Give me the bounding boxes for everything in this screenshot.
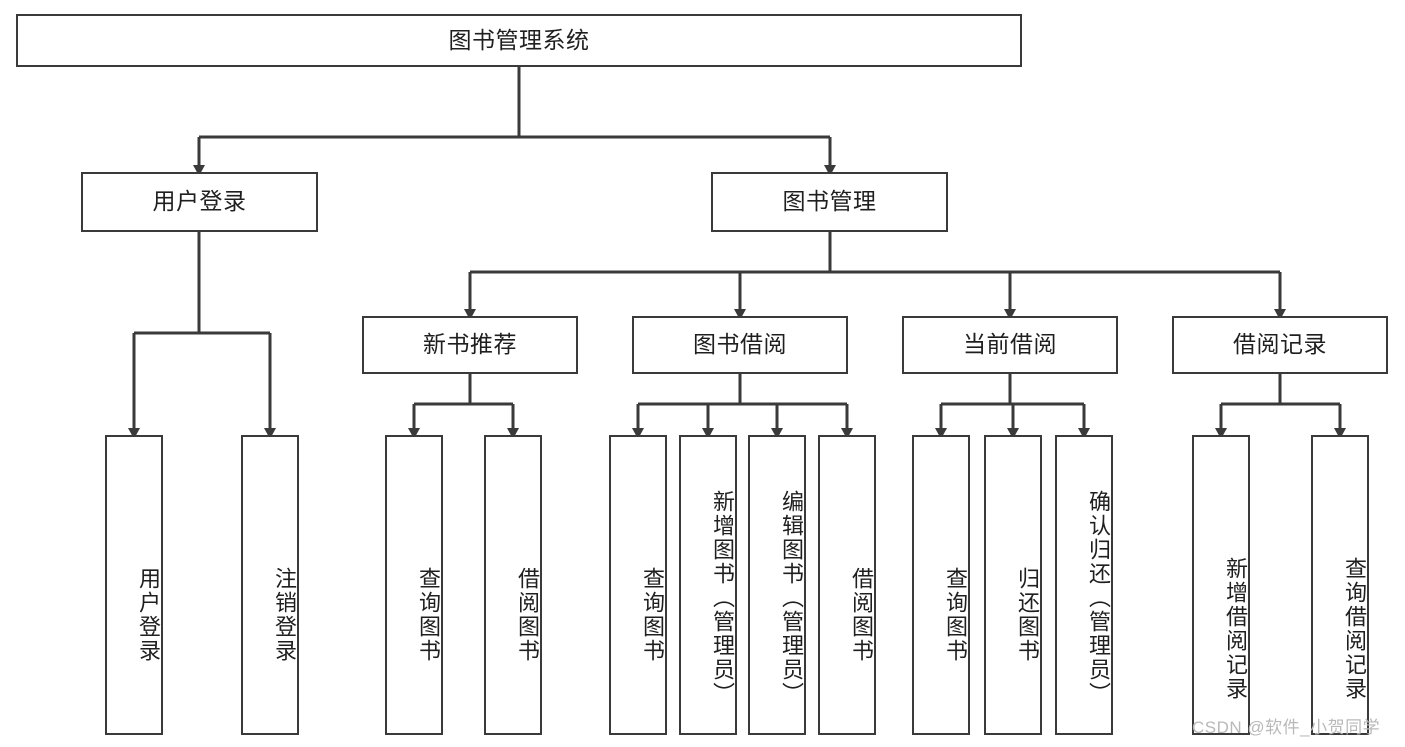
leaf-add-borrow-record[interactable]: 新增借阅记录 [1192,435,1250,735]
leaf-user-login[interactable]: 用户登录 [105,435,163,735]
node-current-borrow[interactable]: 当前借阅 [902,316,1118,374]
leaf-edit-book-admin[interactable]: 编辑图书（管理员） [748,435,806,735]
leaf-query-book-current[interactable]: 查询图书 [912,435,970,735]
node-book-management[interactable]: 图书管理 [711,172,948,232]
leaf-confirm-return-admin[interactable]: 确认归还（管理员） [1055,435,1113,735]
leaf-lend-book[interactable]: 借阅图书 [818,435,876,735]
leaf-logout[interactable]: 注销登录 [241,435,299,735]
leaf-query-borrow-record[interactable]: 查询借阅记录 [1311,435,1369,735]
leaf-return-book[interactable]: 归还图书 [984,435,1042,735]
leaf-borrow-book-newbook[interactable]: 借阅图书 [484,435,542,735]
leaf-add-book-admin[interactable]: 新增图书（管理员） [679,435,737,735]
node-root[interactable]: 图书管理系统 [16,14,1022,67]
node-user-login[interactable]: 用户登录 [81,172,318,232]
node-borrow-record[interactable]: 借阅记录 [1172,316,1388,374]
leaf-query-book-borrow[interactable]: 查询图书 [609,435,667,735]
leaf-query-book-newbook[interactable]: 查询图书 [385,435,443,735]
node-book-borrow[interactable]: 图书借阅 [632,316,848,374]
node-new-book-recommend[interactable]: 新书推荐 [362,316,578,374]
